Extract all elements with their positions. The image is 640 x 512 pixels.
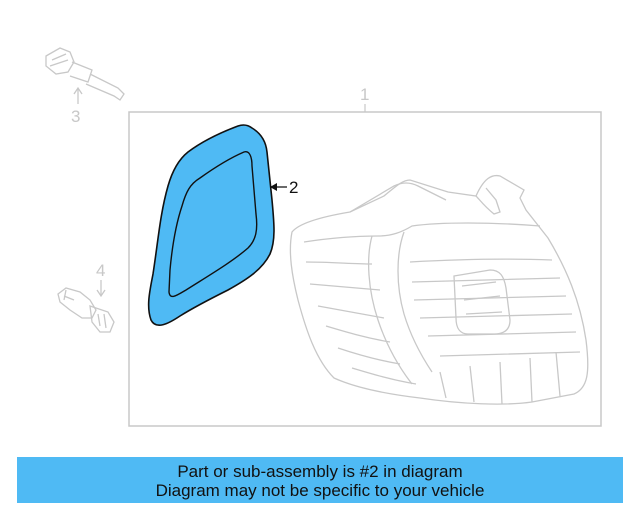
parts-diagram: 1 3 4 2 [45,47,602,427]
banner-line-1: Part or sub-assembly is #2 in diagram [177,462,463,481]
gasket-part-2 [147,124,275,327]
callout-1-label: 1 [360,85,369,104]
tail-lamp-housing [289,174,589,405]
callout-3-label: 3 [71,107,80,126]
bulb-part-4 [57,280,115,333]
callout-2-label: 2 [289,178,298,197]
banner-line-2: Diagram may not be specific to your vehi… [155,481,485,500]
callout-2-arrow [270,183,277,191]
info-banner: Part or sub-assembly is #2 in diagram Di… [17,457,623,503]
callout-4-label: 4 [96,261,105,280]
bulb-socket-part-3 [45,47,125,104]
